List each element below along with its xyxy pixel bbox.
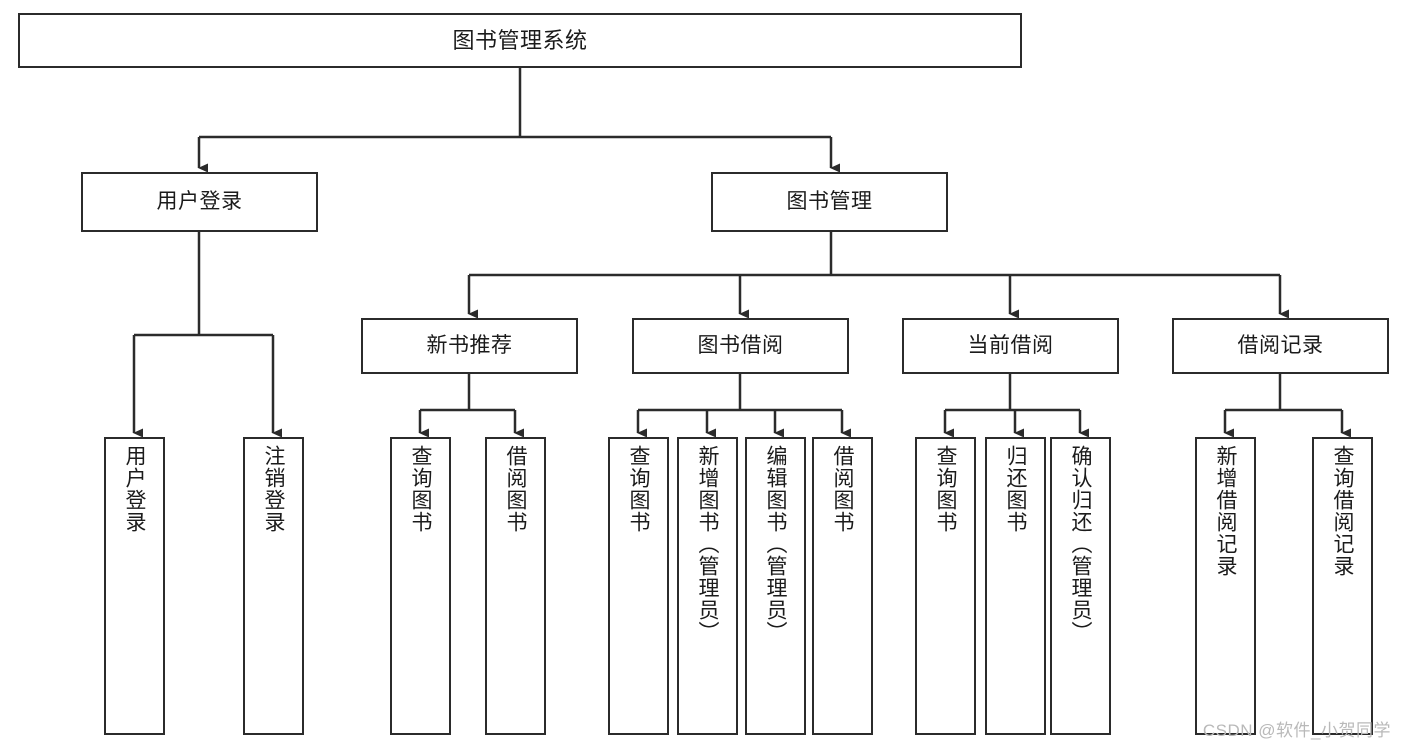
node-leaf-new-query-book[interactable]: 查询图书 (390, 437, 451, 735)
node-leaf-current-query-book-label: 查询图书 (934, 445, 957, 533)
node-leaf-return-book-label: 归还图书 (1004, 445, 1027, 533)
node-leaf-edit-book-admin[interactable]: 编辑图书（管理员） (745, 437, 806, 735)
node-leaf-borrow-query-book[interactable]: 查询图书 (608, 437, 669, 735)
node-book-borrow-label: 图书借阅 (697, 333, 784, 357)
node-leaf-add-book-admin-label: 新增图书（管理员） (696, 445, 719, 643)
node-leaf-user-login[interactable]: 用户登录 (104, 437, 165, 735)
node-book-management-label: 图书管理 (786, 189, 873, 213)
node-book-borrow[interactable]: 图书借阅 (632, 318, 849, 374)
node-leaf-return-book[interactable]: 归还图书 (985, 437, 1046, 735)
node-leaf-logout-label: 注销登录 (262, 445, 285, 533)
node-root-system-label: 图书管理系统 (452, 27, 588, 53)
node-leaf-add-borrow-record[interactable]: 新增借阅记录 (1195, 437, 1256, 735)
node-leaf-new-borrow-book-label: 借阅图书 (504, 445, 527, 533)
node-new-book-recommend[interactable]: 新书推荐 (361, 318, 578, 374)
node-leaf-new-query-book-label: 查询图书 (409, 445, 432, 533)
node-current-borrow[interactable]: 当前借阅 (902, 318, 1119, 374)
node-leaf-confirm-return-admin[interactable]: 确认归还（管理员） (1050, 437, 1111, 735)
node-user-login[interactable]: 用户登录 (81, 172, 318, 232)
node-leaf-add-borrow-record-label: 新增借阅记录 (1214, 445, 1237, 577)
csdn-watermark: CSDN @软件_小贺同学 (1202, 721, 1391, 740)
node-leaf-borrow-query-book-label: 查询图书 (627, 445, 650, 533)
node-book-management[interactable]: 图书管理 (711, 172, 948, 232)
node-leaf-confirm-return-admin-label: 确认归还（管理员） (1069, 445, 1092, 643)
node-user-login-label: 用户登录 (156, 189, 243, 213)
node-borrow-record[interactable]: 借阅记录 (1172, 318, 1389, 374)
node-leaf-add-book-admin[interactable]: 新增图书（管理员） (677, 437, 738, 735)
node-leaf-borrow-book[interactable]: 借阅图书 (812, 437, 873, 735)
node-leaf-logout[interactable]: 注销登录 (243, 437, 304, 735)
node-leaf-query-borrow-record-label: 查询借阅记录 (1331, 445, 1354, 577)
node-leaf-borrow-book-label: 借阅图书 (831, 445, 854, 533)
node-leaf-new-borrow-book[interactable]: 借阅图书 (485, 437, 546, 735)
node-new-book-recommend-label: 新书推荐 (426, 333, 513, 357)
node-leaf-user-login-label: 用户登录 (123, 445, 146, 533)
node-leaf-edit-book-admin-label: 编辑图书（管理员） (764, 445, 787, 643)
node-leaf-query-borrow-record[interactable]: 查询借阅记录 (1312, 437, 1373, 735)
node-leaf-current-query-book[interactable]: 查询图书 (915, 437, 976, 735)
node-borrow-record-label: 借阅记录 (1237, 333, 1324, 357)
node-current-borrow-label: 当前借阅 (967, 333, 1054, 357)
node-root-system[interactable]: 图书管理系统 (18, 13, 1022, 68)
